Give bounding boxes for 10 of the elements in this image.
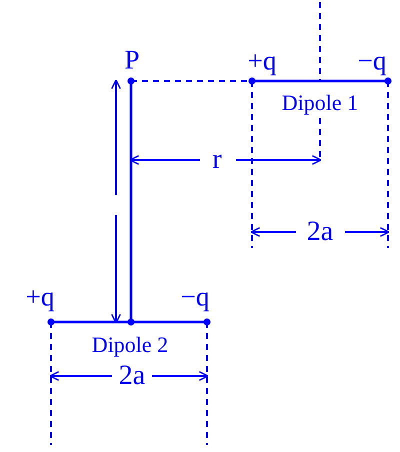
charge-label: +q [248, 48, 276, 74]
dipole-label: Dipole 2 [92, 334, 168, 356]
distance-label: r [212, 146, 222, 174]
length-label: 2a [118, 362, 146, 390]
charge-label: −q [180, 284, 210, 310]
point-label: P [124, 46, 140, 74]
charge-label: −q [358, 48, 386, 74]
charge-label: +q [26, 284, 54, 310]
dipole-label: Dipole 1 [282, 92, 358, 114]
length-label: 2a [306, 218, 334, 246]
